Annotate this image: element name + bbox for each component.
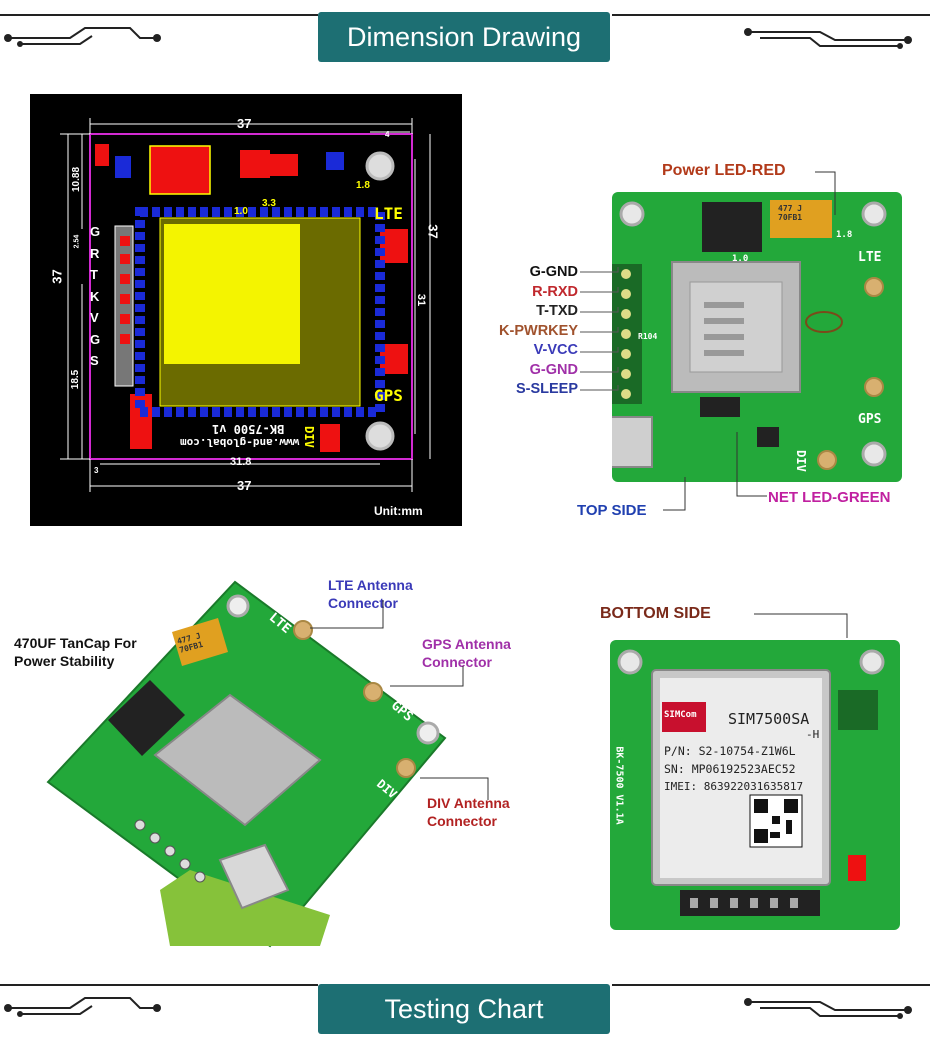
pin-label: T-TXD: [536, 303, 578, 319]
pin-letter: G: [90, 224, 101, 239]
top-r104-label: R104: [638, 332, 658, 341]
pcb-layout-drawing: [60, 118, 431, 492]
testing-chart-banner: Testing Chart: [318, 984, 610, 1034]
module-imei: IMEI: 863922031635817: [664, 780, 804, 793]
pin-letter: T: [90, 267, 98, 282]
top-gps-label: GPS: [858, 412, 882, 427]
tancap-label: 470UF TanCap For Power Stability: [14, 635, 137, 669]
top-side-label: TOP SIDE: [577, 502, 647, 519]
dim-1-8: 1.8: [356, 180, 370, 191]
pin-letter: V: [90, 310, 99, 325]
lte-antenna-label: LTE Antenna Connector: [328, 577, 413, 611]
circuit-decoration-left: [0, 14, 318, 47]
dim-width-top: 37: [237, 116, 252, 131]
top-side-board-photo: 477 J 70FB1 LTE GPS DIV R104 1.8 1.0: [603, 192, 902, 482]
top-div-label: DIV: [793, 450, 808, 472]
bottom-side-board-photo: SIMCom SIM7500SA -H P/N: S2-10754-Z1W6L …: [599, 640, 900, 930]
pin-label: S-SLEEP: [515, 381, 578, 397]
simcom-brand: SIMCom: [664, 710, 697, 720]
dim-corner: 3: [94, 466, 99, 475]
module-pn: P/N: S2-10754-Z1W6L: [664, 744, 796, 758]
pin-letter: G: [90, 331, 101, 347]
dim-offset-left: 18.5: [70, 369, 82, 390]
dim-width-bottom: 37: [237, 478, 252, 493]
silk-gps: GPS: [374, 386, 403, 405]
gps-antenna-leader: [390, 666, 464, 687]
bottom-side-leader: [754, 613, 848, 638]
dimension-drawing-banner: Dimension Drawing: [318, 12, 610, 62]
circuit-decoration-right: [612, 14, 930, 49]
pin-label: K-PWRKEY: [499, 322, 578, 339]
pin-letter: K: [90, 288, 100, 304]
dim-3-3: 3.3: [262, 198, 276, 209]
dim-inner-height: 31: [415, 293, 428, 307]
bottom-version: BK-7500 V1.1A: [613, 746, 625, 825]
angled-board-photo: 477 J 70FB1 LTE GPS DIV: [30, 570, 450, 960]
pin-label: V-VCC: [533, 342, 578, 358]
pin-label: G-GND: [529, 264, 578, 280]
power-led-label: Power LED-RED: [662, 162, 786, 179]
bottom-side-label: BOTTOM SIDE: [600, 605, 711, 622]
div-antenna-label: DIV Antenna Connector: [427, 795, 510, 829]
unit-label: Unit:mm: [374, 504, 423, 518]
dim-hole: 4: [385, 130, 390, 139]
pin-letter: S: [90, 353, 99, 368]
dim-offset-top: 10.88: [71, 166, 83, 193]
silk-board-name: BK-7500 v1: [212, 422, 285, 436]
top-cap-label: 477 J 70FB1: [778, 204, 803, 222]
dim-height-left: 37: [49, 269, 65, 284]
pin-label: R-RXD: [532, 283, 578, 300]
top-side-leader: [663, 477, 686, 511]
silk-lte: LTE: [374, 204, 403, 223]
top-lte-label: LTE: [858, 250, 882, 265]
pin-label: G-GND: [529, 361, 578, 378]
module-suffix: -H: [806, 728, 820, 741]
module-model: SIM7500SA: [728, 710, 810, 728]
bottom-url: www.and-global.com: [598, 721, 610, 830]
dim-inner-width: 31.8: [230, 456, 252, 468]
pin-leader-lines: [580, 267, 619, 391]
net-led-label: NET LED-GREEN: [768, 489, 891, 506]
dim-height-right: 37: [425, 224, 441, 239]
circuit-decoration-bottom-right: [612, 984, 930, 1019]
dim-pitch: 2.54: [73, 234, 81, 249]
net-led-leader: [736, 432, 767, 497]
module-sn: SN: MP06192523AEC52: [664, 762, 796, 776]
top-1-8-label: 1.8: [836, 230, 853, 240]
lte-antenna-leader: [310, 600, 384, 629]
circuit-decoration-bottom-left: [0, 984, 318, 1017]
pin-letter: R: [90, 245, 100, 261]
div-antenna-leader: [420, 777, 489, 800]
dimension-drawing-panel: 37 37 31.8 37 37 31 4 10.88 18.5 2.54 3 …: [30, 94, 462, 526]
silk-div: DIV: [301, 426, 316, 448]
power-led-leader: [815, 171, 836, 215]
top-1-0-label: 1.0: [732, 254, 749, 264]
gps-antenna-label: GPS Antenna Connector: [422, 636, 511, 670]
top-side-pin-labels: G-GND R-RXD T-TXD K-PWRKEY V-VCC G-GND S-SLEEP: [460, 264, 578, 404]
silk-url: www.and-global.com: [180, 436, 300, 449]
dim-1-0: 1.0: [234, 206, 248, 217]
